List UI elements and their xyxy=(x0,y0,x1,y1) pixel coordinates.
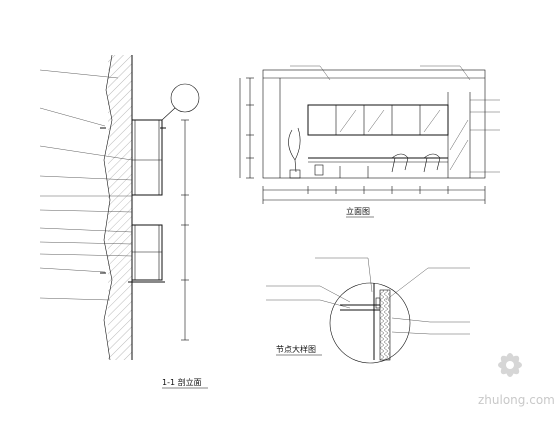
chair-1 xyxy=(391,153,409,173)
wall-cabinets xyxy=(307,104,449,136)
upper-cabinet xyxy=(131,119,163,196)
section-title: 1-1 剖立面 xyxy=(162,377,202,387)
chair-2 xyxy=(423,153,441,173)
plant-sketch xyxy=(288,127,301,173)
detail-view xyxy=(266,257,470,364)
watermark-logo xyxy=(498,353,522,377)
watermark-text: zhulong.com xyxy=(478,393,555,407)
wall-break-line xyxy=(103,54,113,361)
elevation-title: 立面图 xyxy=(346,206,370,216)
lower-cabinet xyxy=(131,224,163,281)
elevation-view xyxy=(239,65,500,204)
wall-hatch xyxy=(108,55,132,360)
detail-callout-circle xyxy=(170,83,200,113)
detail-circle xyxy=(329,282,411,364)
section-notes xyxy=(39,69,133,301)
detail-title: 节点大样图 xyxy=(276,344,316,354)
section-view xyxy=(39,54,200,361)
